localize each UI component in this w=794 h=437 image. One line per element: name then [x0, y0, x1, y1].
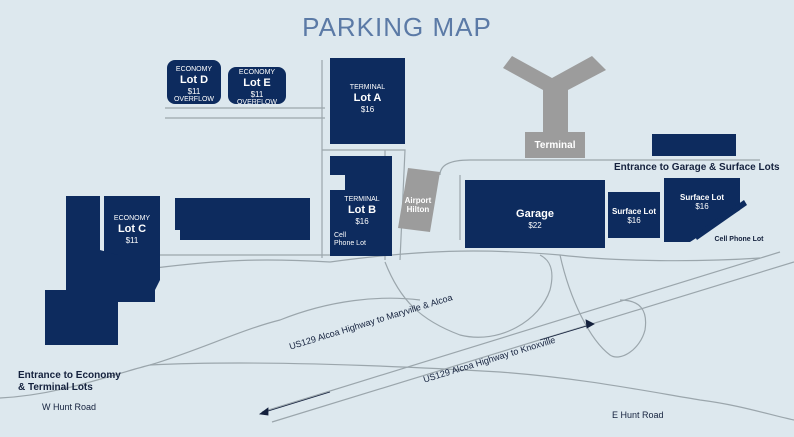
- lot-e-shape: [228, 67, 286, 104]
- lot-c-label[interactable]: ECONOMY Lot C $11: [104, 215, 160, 245]
- terminal-building: [503, 56, 606, 158]
- lot-e-name: Lot E: [243, 77, 271, 90]
- garage-shape: [465, 180, 605, 248]
- loop-road: [384, 254, 553, 338]
- garage-price: $22: [528, 220, 542, 230]
- terminal-label[interactable]: Terminal: [534, 140, 576, 151]
- cell-phone-lot-shape: [694, 200, 747, 240]
- entrance-garage-label: Entrance to Garage & Surface Lots: [614, 162, 780, 173]
- surface-lot-2-label[interactable]: Surface Lot $16: [664, 193, 740, 211]
- lots: [45, 58, 747, 345]
- lot-a-shape: [330, 58, 405, 144]
- lot-c-road: [154, 259, 331, 269]
- lot-a-price: $16: [360, 104, 375, 114]
- surface-lot-2-shape: [664, 178, 740, 242]
- highway-southbound: [261, 251, 781, 413]
- lot-a-name: Lot A: [353, 92, 382, 105]
- map-title: PARKING MAP: [302, 12, 492, 42]
- lot-a-category: TERMINAL: [349, 84, 386, 91]
- lot-c-category: ECONOMY: [113, 215, 151, 222]
- lot-d-price: $11: [187, 86, 201, 96]
- lot-b-cell-phone-note: Cell Phone Lot: [334, 231, 366, 247]
- lot-b-shape: [330, 156, 392, 256]
- surface-lot-1-shape: [608, 192, 660, 238]
- lot-d-shape: [167, 60, 221, 104]
- ramp-road: [559, 254, 647, 358]
- lot-e-note: OVERFLOW: [236, 98, 278, 106]
- lot-c-price: $11: [125, 235, 139, 245]
- garage-entrance-road: [439, 159, 760, 240]
- airport-hilton-building: [398, 168, 440, 232]
- lot-b-label[interactable]: TERMINAL Lot B $16 Cell Phone Lot: [334, 196, 390, 248]
- top-right-lot-shape: [652, 134, 736, 156]
- lot-a-label[interactable]: TERMINAL Lot A $16: [330, 84, 405, 114]
- lot-d-note: OVERFLOW: [173, 95, 215, 103]
- w-hunt-road-label: W Hunt Road: [42, 402, 97, 412]
- garage-label[interactable]: Garage $22: [465, 208, 605, 230]
- cell-phone-lot-label[interactable]: Cell Phone Lot: [714, 236, 764, 243]
- surface-lot-2-price: $16: [695, 202, 709, 212]
- lot-d-label[interactable]: ECONOMY Lot D $11 OVERFLOW: [167, 66, 221, 104]
- lot-c-west-shape: [45, 196, 118, 345]
- garage-name: Garage: [516, 208, 554, 220]
- lot-e-label[interactable]: ECONOMY Lot E $11 OVERFLOW: [228, 69, 286, 107]
- entrance-economy-label: Entrance to Economy & Terminal Lots: [18, 370, 121, 393]
- lot-d-name: Lot D: [179, 74, 209, 87]
- airport-hilton-label[interactable]: Airport Hilton: [404, 196, 432, 215]
- lot-e-category: ECONOMY: [238, 69, 276, 76]
- lot-c-shape: [104, 196, 310, 302]
- lot-d-category: ECONOMY: [175, 66, 213, 73]
- surface-lot-1-price: $16: [627, 216, 641, 226]
- highway-northbound: [271, 261, 794, 423]
- lot-d-e-road: [165, 107, 325, 119]
- w-hunt-road: [0, 297, 421, 399]
- lot-b-name: Lot B: [347, 204, 377, 217]
- lot-b-category: TERMINAL: [344, 196, 380, 203]
- lot-b-price: $16: [355, 216, 369, 226]
- highway-arrows: [258, 319, 595, 416]
- lot-e-price: $11: [250, 89, 264, 99]
- surface-lot-2-name: Surface Lot: [679, 193, 724, 202]
- surface-lot-1-label[interactable]: Surface Lot $16: [606, 207, 662, 225]
- e-hunt-road-label: E Hunt Road: [612, 410, 664, 420]
- lot-c-name: Lot C: [117, 223, 147, 236]
- internal-road: [329, 250, 761, 263]
- lower-connector: [149, 362, 794, 421]
- surface-lot-1-name: Surface Lot: [611, 207, 656, 216]
